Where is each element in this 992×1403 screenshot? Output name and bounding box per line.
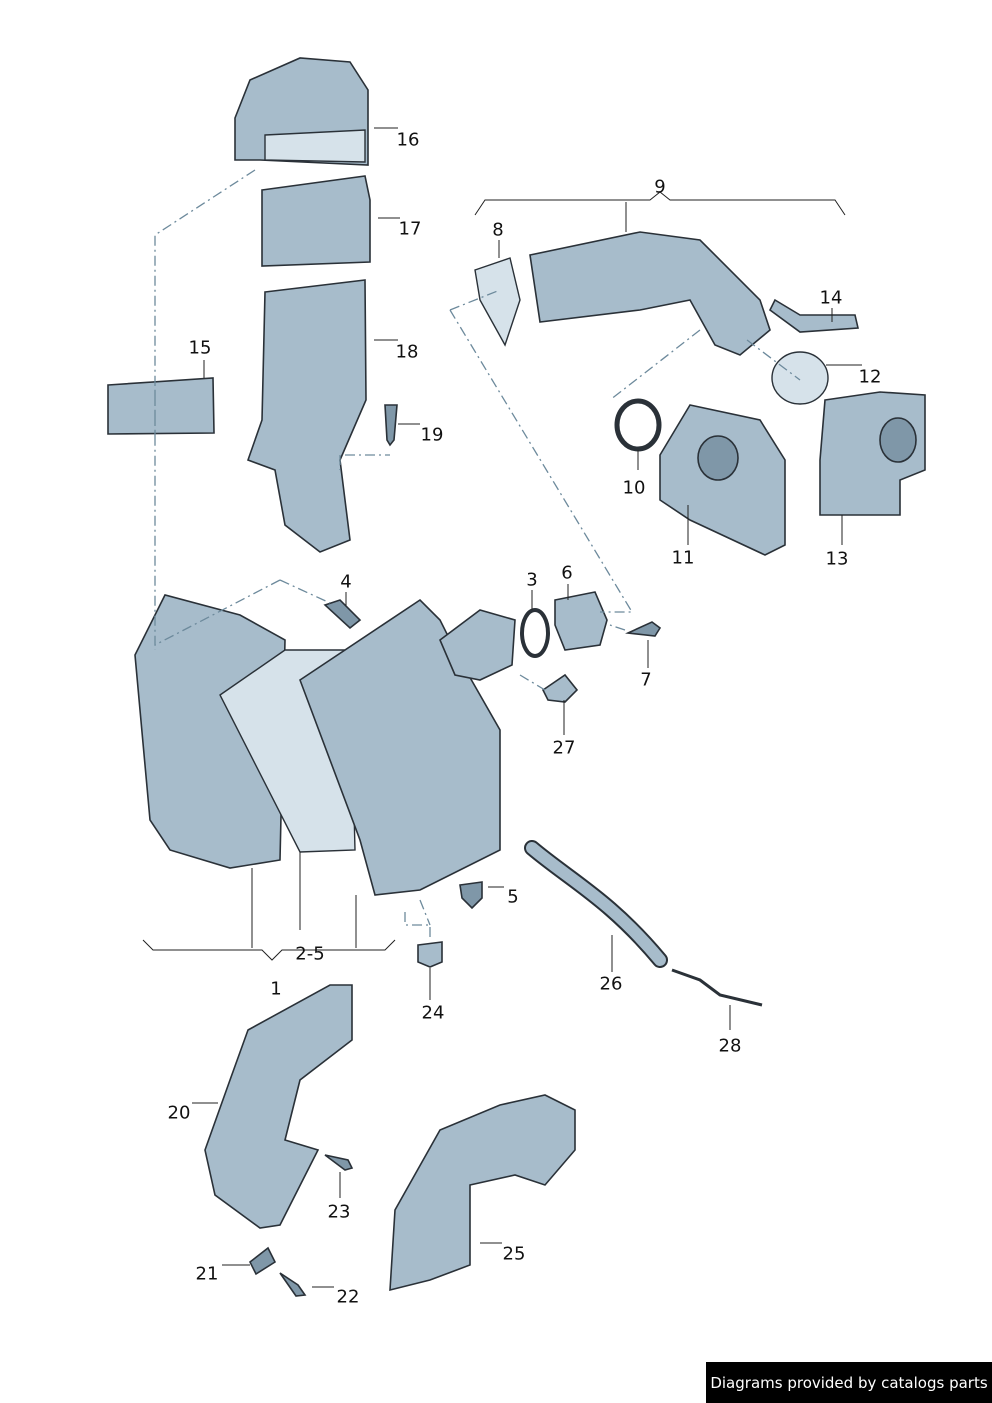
label-part-4: 4 — [340, 571, 352, 593]
label-part-14: 14 — [819, 287, 843, 309]
part-3-o-ring — [520, 608, 550, 658]
part-2-5-filter-housing-upper — [299, 598, 501, 896]
label-part-11: 11 — [671, 547, 695, 569]
part-9-intake-hose — [529, 231, 771, 356]
label-part-28: 28 — [718, 1035, 742, 1057]
label-part-24: 24 — [421, 1002, 445, 1024]
label-part-23: 23 — [327, 1201, 351, 1223]
label-part-22: 22 — [336, 1286, 360, 1308]
part-23-screw — [324, 1154, 354, 1171]
part-28-line — [671, 968, 763, 1007]
part-22-screw — [279, 1272, 307, 1297]
part-25-air-guide — [389, 1094, 576, 1292]
leader-lines — [142, 127, 862, 1288]
label-part-25: 25 — [502, 1243, 526, 1265]
part-14-vent-hose — [768, 298, 859, 333]
part-15-foam-pad — [107, 377, 215, 435]
part-20-air-duct — [204, 984, 353, 1229]
label-part-17: 17 — [398, 218, 422, 240]
part-5-drain-valve — [459, 881, 483, 910]
label-part-18: 18 — [395, 341, 419, 363]
label-part-10: 10 — [622, 477, 646, 499]
assembly-dash-lines — [154, 169, 801, 940]
label-part-8: 8 — [492, 219, 504, 241]
label-part-2-5: 2-5 — [295, 943, 325, 965]
part-11-opening — [697, 435, 739, 481]
footer-credit: Diagrams provided by catalogs parts — [706, 1362, 992, 1403]
label-part-12: 12 — [858, 366, 882, 388]
label-part-3: 3 — [526, 569, 538, 591]
label-part-15: 15 — [188, 337, 212, 359]
part-7-screw — [625, 621, 662, 637]
part-6-sensor-adapter — [554, 591, 608, 651]
label-part-6: 6 — [561, 562, 573, 584]
label-part-20: 20 — [167, 1102, 191, 1124]
part-12-clamp — [771, 351, 829, 405]
part-16-opening — [264, 129, 366, 163]
label-part-1: 1 — [270, 978, 282, 1000]
part-17-intake-duct — [261, 175, 371, 267]
part-13-bore — [879, 417, 917, 463]
part-21-nut — [248, 1246, 277, 1276]
label-part-16: 16 — [396, 129, 420, 151]
part-2-5-outlet — [439, 609, 516, 681]
part-10-seal-ring — [614, 398, 662, 452]
part-18-air-guide — [246, 279, 367, 553]
part-8-clamp — [474, 257, 521, 347]
label-part-26: 26 — [599, 973, 623, 995]
part-4-bolt — [323, 599, 362, 630]
label-part-7: 7 — [640, 669, 652, 691]
label-part-9: 9 — [654, 176, 666, 198]
label-part-19: 19 — [420, 424, 444, 446]
part-19-screw — [384, 404, 398, 447]
part-24-grommet — [417, 941, 443, 968]
label-part-27: 27 — [552, 737, 576, 759]
label-part-21: 21 — [195, 1263, 219, 1285]
part-27-clip — [541, 673, 579, 703]
label-part-5: 5 — [507, 886, 519, 908]
part-2-5-filter-housing-lower — [134, 594, 286, 869]
label-part-13: 13 — [825, 548, 849, 570]
